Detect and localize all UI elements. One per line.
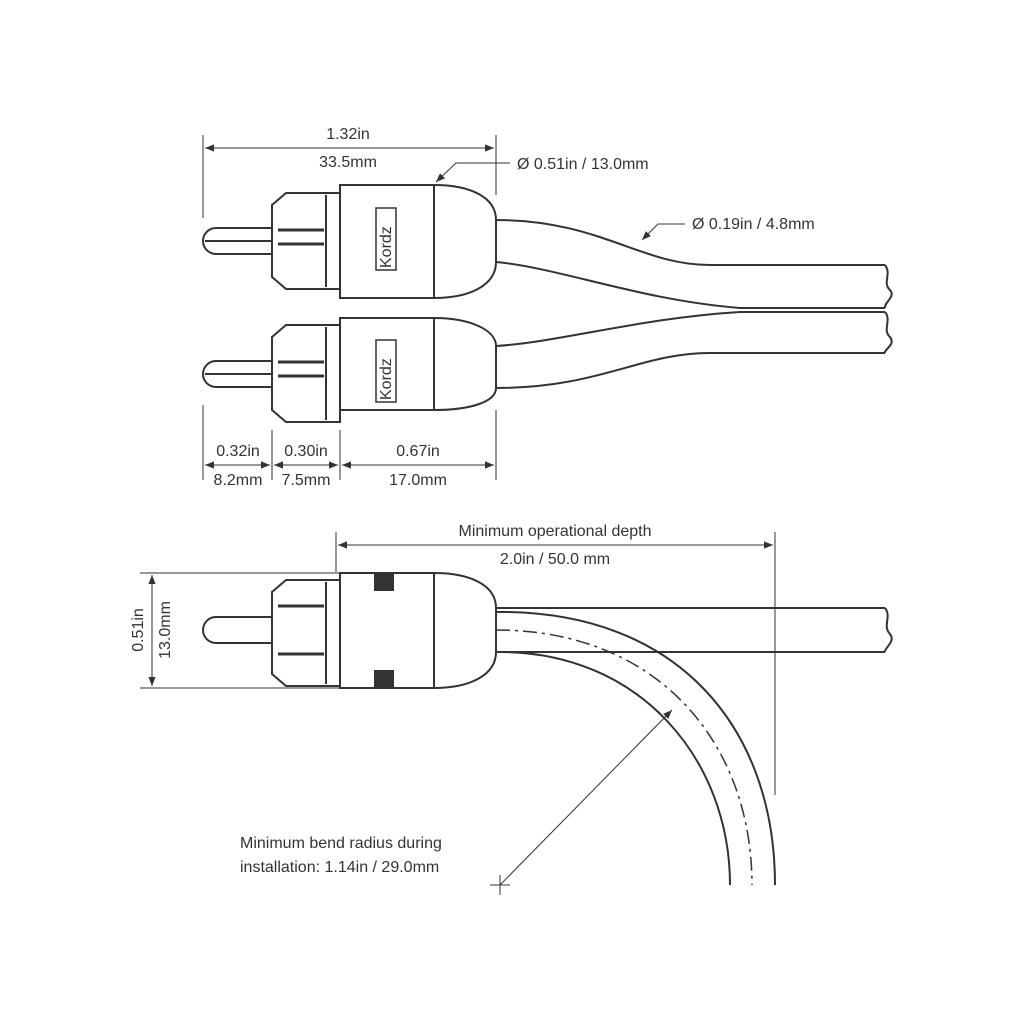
segment-1-mm: 8.2mm — [214, 472, 263, 489]
side-straight-cable — [496, 607, 893, 653]
height-mm: 13.0mm — [157, 601, 174, 659]
bend-radius-label-line1: Minimum bend radius during — [240, 835, 442, 852]
connector-diameter-label: Ø 0.51in / 13.0mm — [517, 156, 649, 173]
side-bent-cable — [495, 610, 776, 886]
segment-3-mm: 17.0mm — [389, 472, 447, 489]
bend-radius-label-line2: installation: 1.14in / 29.0mm — [240, 859, 439, 876]
segment-dimensions: 0.32in 8.2mm 0.30in 7.5mm 0.67in 17.0mm — [202, 405, 497, 489]
top-view: Kordz Kordz 1.32in 33.5mm Ø 0.51in / — [202, 126, 893, 489]
depth-dimension: Minimum operational depth 2.0in / 50.0 m… — [335, 523, 776, 795]
top-connector-upper: Kordz — [202, 184, 497, 299]
brand-logo-upper: Kordz — [378, 226, 395, 268]
height-dimension: 0.51in 13.0mm — [130, 572, 372, 689]
cable-diameter-callout: Ø 0.19in / 4.8mm — [641, 216, 815, 241]
top-connector-lower: Kordz — [202, 317, 497, 423]
segment-2-mm: 7.5mm — [282, 472, 331, 489]
depth-label: Minimum operational depth — [459, 523, 652, 540]
brand-logo-lower: Kordz — [378, 358, 395, 400]
side-view: 0.51in 13.0mm Minimum operational depth … — [130, 523, 893, 895]
bend-radius-callout: Minimum bend radius during installation:… — [240, 709, 673, 895]
segment-3-inch: 0.67in — [396, 443, 440, 460]
segment-2-inch: 0.30in — [284, 443, 328, 460]
depth-value: 2.0in / 50.0 mm — [500, 551, 610, 568]
side-connector — [202, 572, 497, 689]
top-cables — [495, 219, 893, 389]
overall-length-mm: 33.5mm — [319, 154, 377, 171]
height-inch: 0.51in — [130, 608, 147, 652]
cable-diameter-label: Ø 0.19in / 4.8mm — [692, 216, 815, 233]
overall-length-dimension: 1.32in 33.5mm — [202, 126, 497, 218]
connector-diameter-callout: Ø 0.51in / 13.0mm — [435, 156, 649, 183]
segment-1-inch: 0.32in — [216, 443, 260, 460]
overall-length-inch: 1.32in — [326, 126, 370, 143]
